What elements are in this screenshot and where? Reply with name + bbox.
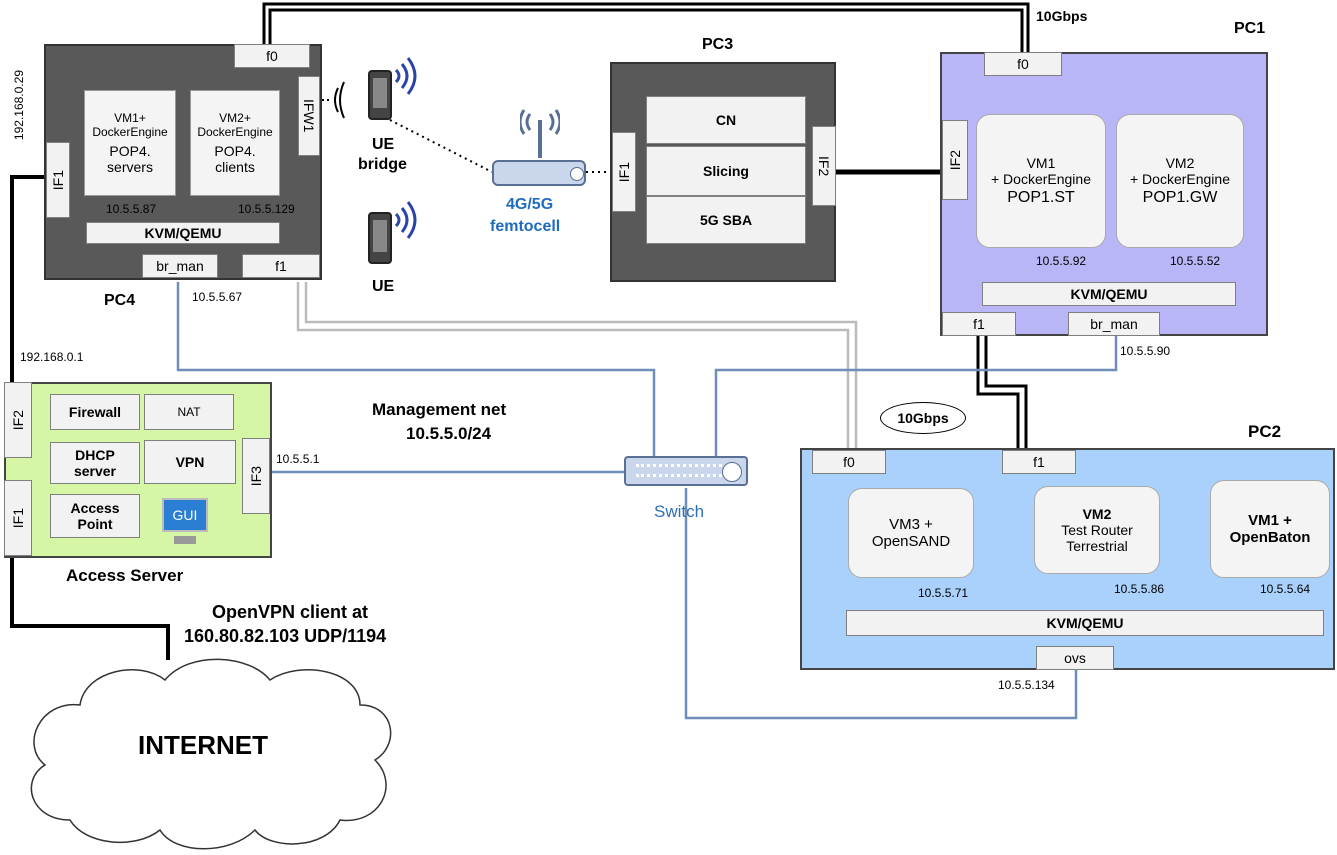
pc2-vm3: VM3 + OpenSAND xyxy=(848,488,974,578)
pc1-vm1-pop: POP1.ST xyxy=(1007,189,1075,206)
management-net-subnet: 10.5.5.0/24 xyxy=(406,424,492,443)
pc4-vm1: VM1+ DockerEngine POP4. servers xyxy=(84,90,176,196)
pc4-f1-port: f1 xyxy=(242,254,320,278)
pc1-vm1-name: VM1 xyxy=(1026,155,1056,171)
pc1-vm2-engine: + DockerEngine xyxy=(1129,171,1230,187)
pc4-vm1-ip: 10.5.5.87 xyxy=(106,202,157,216)
switch-label: Switch xyxy=(654,502,705,521)
pc4-vm2: VM2+ DockerEngine POP4. clients xyxy=(190,90,280,196)
ue-bridge-label-2: bridge xyxy=(358,156,407,173)
link-pc4-access xyxy=(10,175,46,382)
pc4-kvm-bar: KVM/QEMU xyxy=(86,222,280,244)
femtocell-device-icon xyxy=(492,160,586,186)
pc1-vm2-name: VM2 xyxy=(1165,155,1195,171)
pc1-if2-port: IF2 xyxy=(942,120,968,200)
pc1-vm1-ip: 10.5.5.92 xyxy=(1036,254,1087,268)
pc1-vm1-engine: + DockerEngine xyxy=(990,171,1091,187)
pc3-layer-slicing: Slicing xyxy=(646,146,806,196)
pc2-vm2: VM2 Test Router Terrestrial xyxy=(1034,486,1160,574)
ue-phone-icon xyxy=(368,212,392,264)
ue-bridge-signal-icon xyxy=(394,57,417,95)
ue-bridge-phone-icon xyxy=(368,70,392,120)
pc4-br-man: br_man xyxy=(142,254,218,278)
pc4-vm1-role: servers xyxy=(107,159,153,175)
pc1-vm2-pop: POP1.GW xyxy=(1142,189,1218,206)
pc3-title: PC3 xyxy=(702,36,734,53)
pc2-vm1-ip: 10.5.5.64 xyxy=(1260,582,1311,596)
pc1-vm1: VM1 + DockerEngine POP1.ST xyxy=(976,114,1106,248)
pc4-br-ip: 10.5.5.67 xyxy=(192,290,243,304)
ip-192-168-0-1: 192.168.0.1 xyxy=(20,350,84,364)
link-10gbps-pc4-pc1 xyxy=(262,2,1030,52)
pc2-f0-port: f0 xyxy=(812,450,886,474)
link-ue-femto xyxy=(389,119,493,173)
pc1-kvm-bar: KVM/QEMU xyxy=(982,282,1236,306)
access-server-title: Access Server xyxy=(66,566,184,585)
pc2-ovs-ip: 10.5.5.134 xyxy=(998,678,1055,692)
pc2-vm2-ip: 10.5.5.86 xyxy=(1114,582,1165,596)
pc4-if1-port: IF1 xyxy=(46,142,70,218)
link-access-internet xyxy=(10,556,170,660)
pc4-vm1-name: VM1+ xyxy=(114,111,146,125)
pc4-f0-port: f0 xyxy=(234,44,310,68)
pc3-layer-cn: CN xyxy=(646,96,806,144)
pc4-vm2-ip: 10.5.5.129 xyxy=(238,202,295,216)
internet-label: INTERNET xyxy=(138,730,268,760)
access-if3-port: IF3 xyxy=(242,438,270,514)
access-nat: NAT xyxy=(144,394,234,430)
access-if2-port: IF2 xyxy=(4,382,32,458)
gui-monitor-stand xyxy=(174,536,196,544)
ue-label: UE xyxy=(372,278,395,295)
ip-192-168-0-29: 192.168.0.29 xyxy=(12,70,26,141)
pc3-if1-port: IF1 xyxy=(612,132,636,212)
gui-monitor-icon: GUI xyxy=(162,498,208,532)
pc2-title: PC2 xyxy=(1248,422,1282,441)
bw-mid-oval: 10Gbps xyxy=(880,402,966,434)
pc1-title: PC1 xyxy=(1234,20,1266,37)
femtocell-label-2: femtocell xyxy=(490,218,561,235)
bw-top-label: 10Gbps xyxy=(1036,8,1088,24)
pc3-if2-port: IF2 xyxy=(812,126,836,206)
pc4-vm2-name: VM2+ xyxy=(219,111,251,125)
femtocell-antenna-icon xyxy=(520,109,560,158)
pc2-ovs: ovs xyxy=(1036,646,1114,670)
pc2-vm3-ip: 10.5.5.71 xyxy=(918,586,969,600)
ue-signal-icon xyxy=(394,201,417,239)
pc1-f1-port: f1 xyxy=(942,312,1016,336)
pc2-f1-port: f1 xyxy=(1002,450,1076,474)
pc4-vm1-engine: DockerEngine xyxy=(92,125,168,139)
access-vpn: VPN xyxy=(144,440,236,484)
pc1-vm2-ip: 10.5.5.52 xyxy=(1170,254,1221,268)
pc1-br-ip: 10.5.5.90 xyxy=(1120,344,1171,358)
pc4-vm2-pop: POP4. xyxy=(214,143,256,159)
pc1-vm2: VM2 + DockerEngine POP1.GW xyxy=(1116,114,1244,248)
pc1-f0-port: f0 xyxy=(984,52,1062,76)
pc1-br-man: br_man xyxy=(1068,312,1160,336)
pc4-vm1-pop: POP4. xyxy=(109,143,151,159)
switch-icon xyxy=(624,456,748,486)
access-if1-port: IF1 xyxy=(4,480,32,556)
link-10gbps-pc1-pc2 xyxy=(976,336,1020,448)
access-if3-ip: 10.5.5.1 xyxy=(276,452,320,466)
pc4-vm2-role: clients xyxy=(215,159,255,175)
pc4-title: PC4 xyxy=(104,292,136,309)
pc2-kvm-bar: KVM/QEMU xyxy=(846,610,1324,636)
internet-cloud-shape xyxy=(30,658,392,850)
pc3-layer-5gsba: 5G SBA xyxy=(646,196,806,244)
link-pc4-pc2-grey xyxy=(296,282,850,448)
access-firewall: Firewall xyxy=(50,394,140,430)
openvpn-line-1: OpenVPN client at xyxy=(212,602,369,622)
femtocell-label-1: 4G/5G xyxy=(506,196,554,213)
ue-bridge-label-1: UE xyxy=(372,136,395,153)
pc4-vm2-engine: DockerEngine xyxy=(197,125,273,139)
pc4-ifw1-port: IFW1 xyxy=(298,76,320,156)
pc2-vm1: VM1 + OpenBaton xyxy=(1210,480,1330,578)
openvpn-line-2: 160.80.82.103 UDP/1194 xyxy=(184,626,387,646)
management-net-title: Management net xyxy=(372,400,507,419)
